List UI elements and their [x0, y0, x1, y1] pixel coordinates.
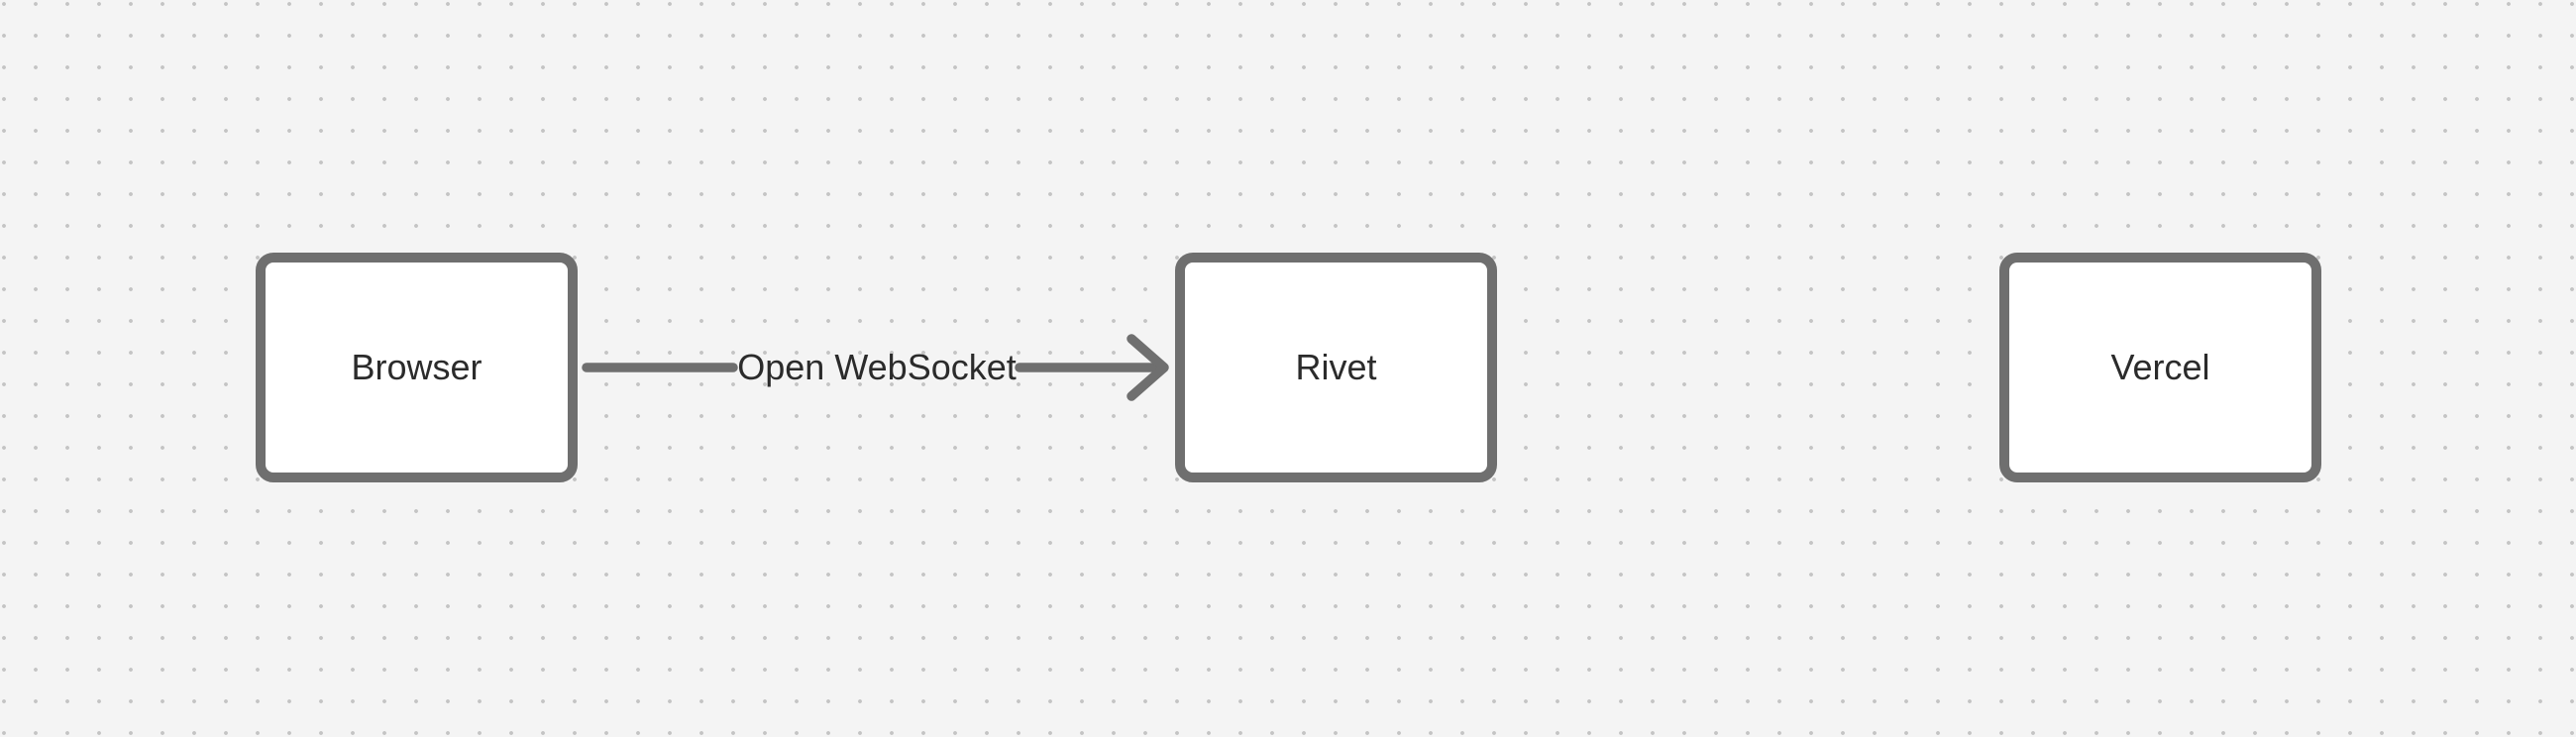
node-browser[interactable]: Browser [256, 253, 578, 482]
node-vercel[interactable]: Vercel [1999, 253, 2321, 482]
node-rivet[interactable]: Rivet [1175, 253, 1497, 482]
node-vercel-label: Vercel [2110, 347, 2210, 387]
edge-browser-to-rivet-arrow[interactable] [575, 317, 1189, 426]
edge-label[interactable]: Open WebSocket [737, 347, 1017, 387]
chevron-right-icon [1127, 334, 1169, 401]
node-rivet-label: Rivet [1295, 347, 1377, 387]
node-browser-label: Browser [351, 347, 483, 387]
